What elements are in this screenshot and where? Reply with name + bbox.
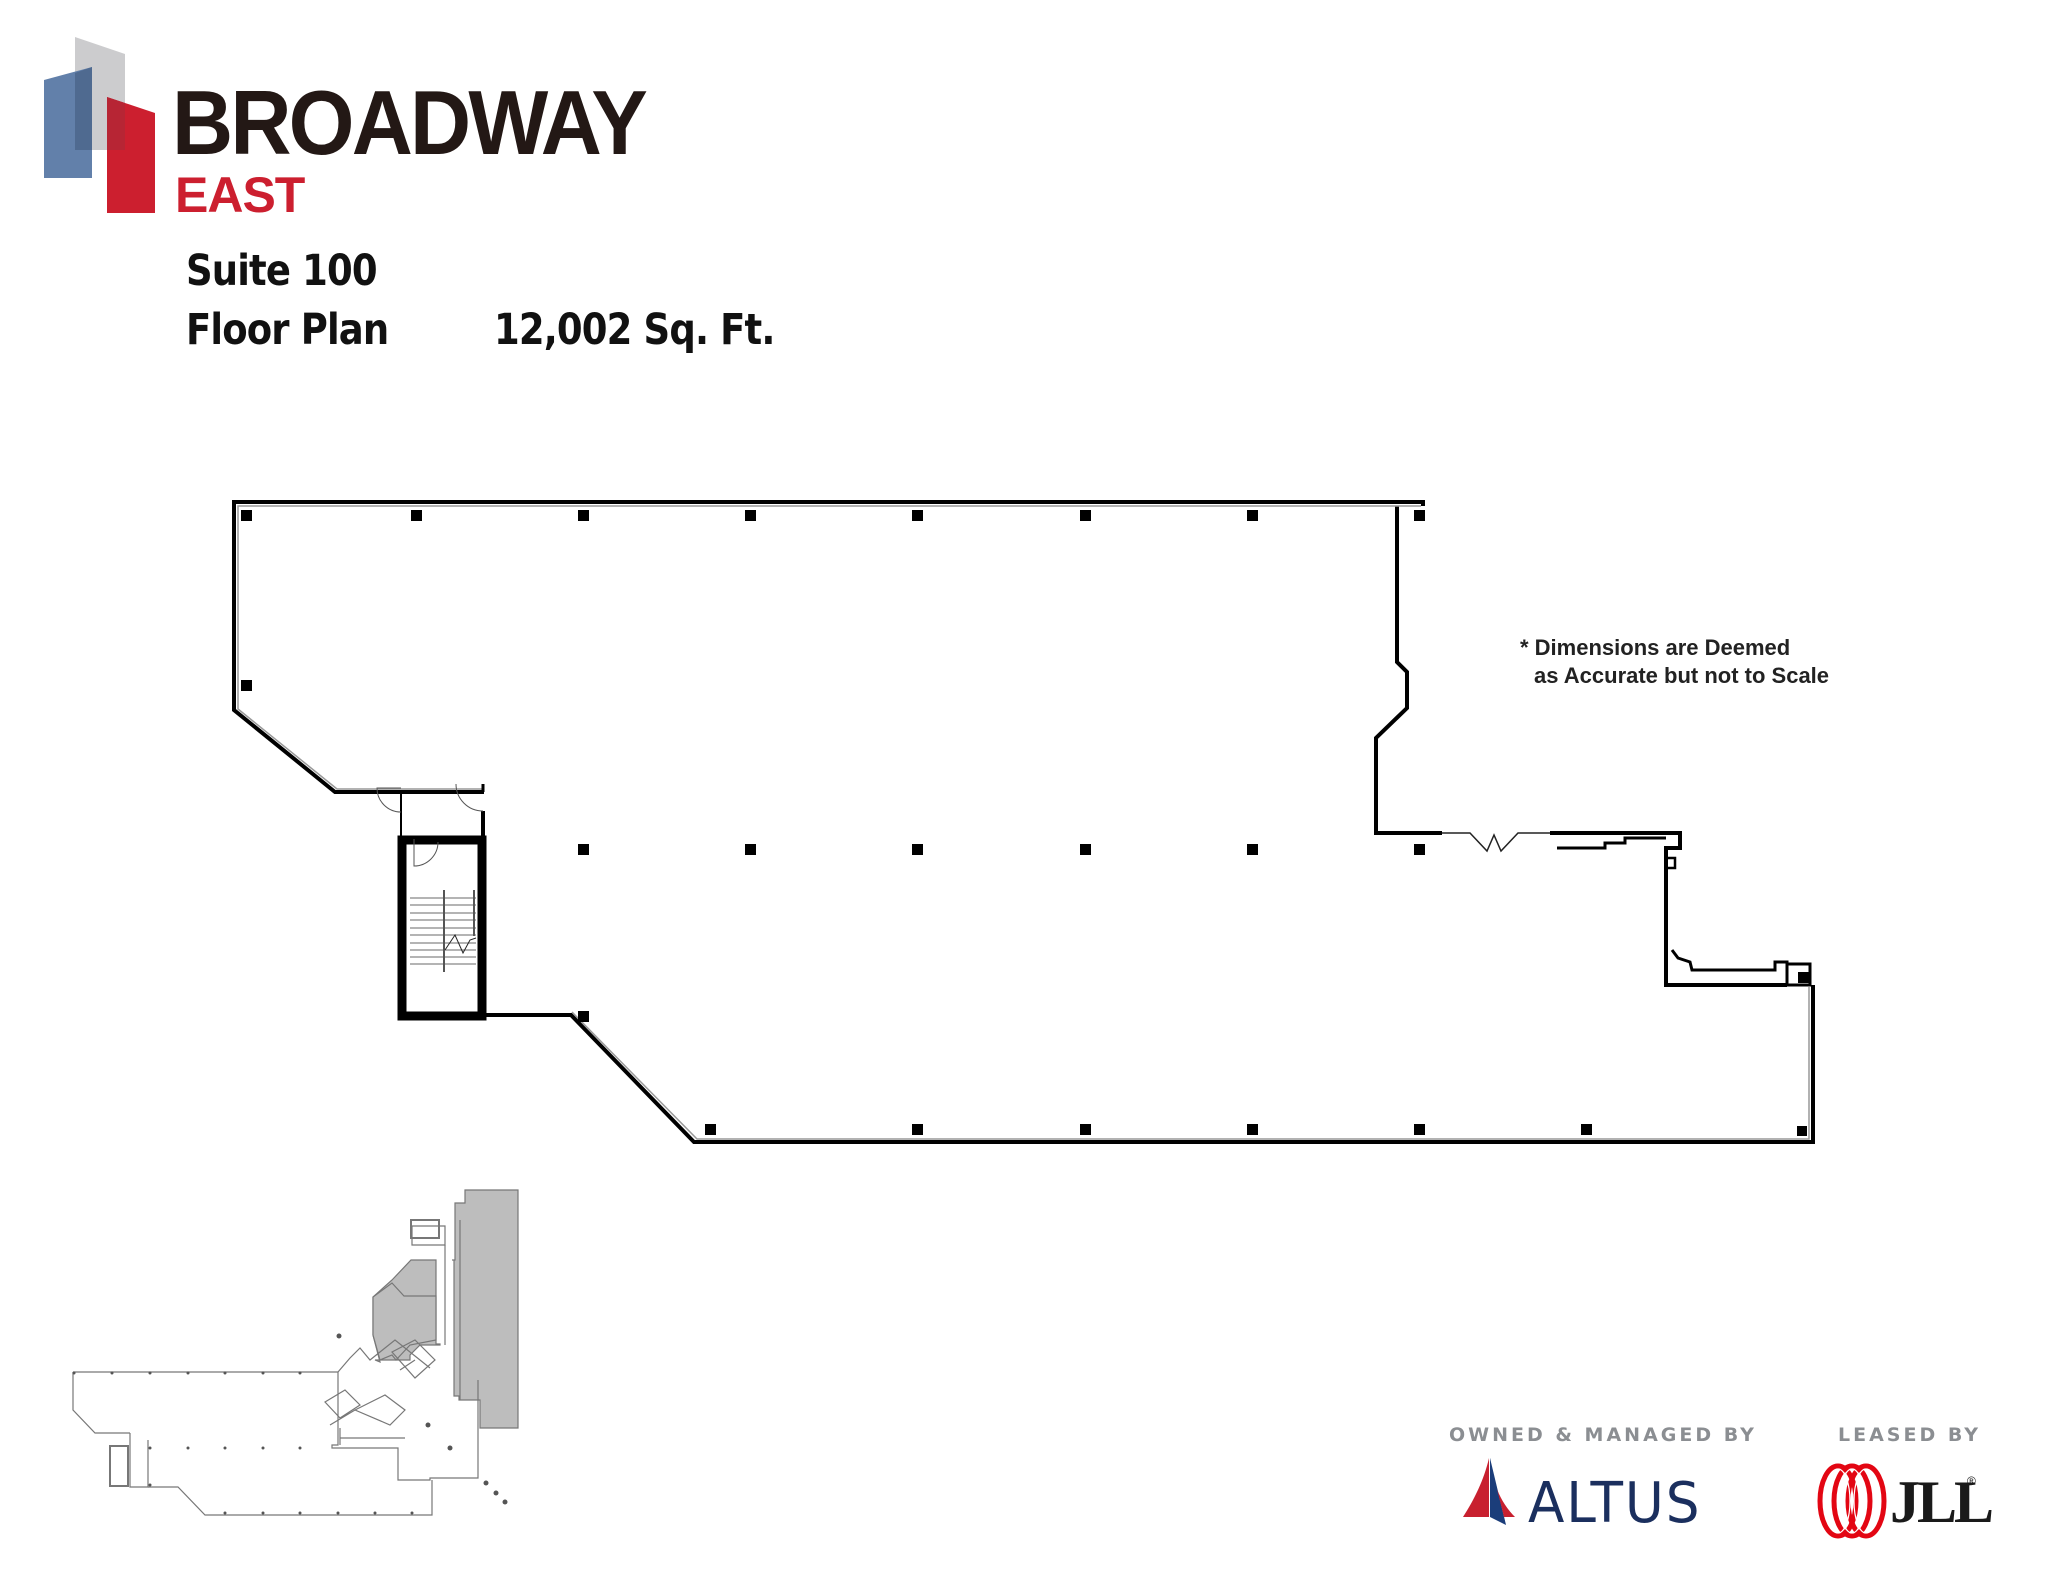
scale-disclaimer-note: * Dimensions are Deemed as Accurate but n… — [1520, 634, 1829, 690]
key-plan-shaded-suites — [372, 1189, 519, 1429]
column-icon — [241, 510, 1809, 1136]
key-plan-columns — [72, 1333, 508, 1515]
floor-plan-label: Floor Plan — [186, 305, 389, 355]
altus-sail-icon — [1463, 1458, 1515, 1525]
door-swing-icon — [455, 783, 484, 812]
brand-subtitle: EAST — [175, 167, 305, 223]
jll-wordmark: JLL — [1890, 1469, 1994, 1535]
registered-mark: ® — [1967, 1474, 1976, 1488]
leased-by-label: LEASED BY — [1838, 1424, 1982, 1446]
altus-wordmark: ALTUS — [1528, 1471, 1702, 1536]
suite-area: 12,002 Sq. Ft. — [494, 305, 775, 355]
note-line-2: as Accurate but not to Scale — [1534, 663, 1830, 688]
key-plan-stair-icon — [109, 1219, 440, 1487]
brand-title: BROADWAY — [172, 73, 648, 174]
stair-core — [376, 783, 487, 1021]
exterior-wall — [232, 500, 1815, 1144]
stair-icon — [410, 890, 476, 972]
door-swing-icon — [413, 839, 439, 867]
owned-managed-label: OWNED & MANAGED BY — [1449, 1424, 1757, 1446]
broadway-east-logo-mark-icon — [44, 37, 155, 213]
note-line-1: * Dimensions are Deemed — [1520, 635, 1791, 660]
door-swing-icon — [376, 787, 402, 813]
jll-rings-icon — [1817, 1463, 1887, 1539]
revolving-door-icon — [1442, 832, 1550, 853]
suite-title: Suite 100 — [186, 246, 378, 296]
